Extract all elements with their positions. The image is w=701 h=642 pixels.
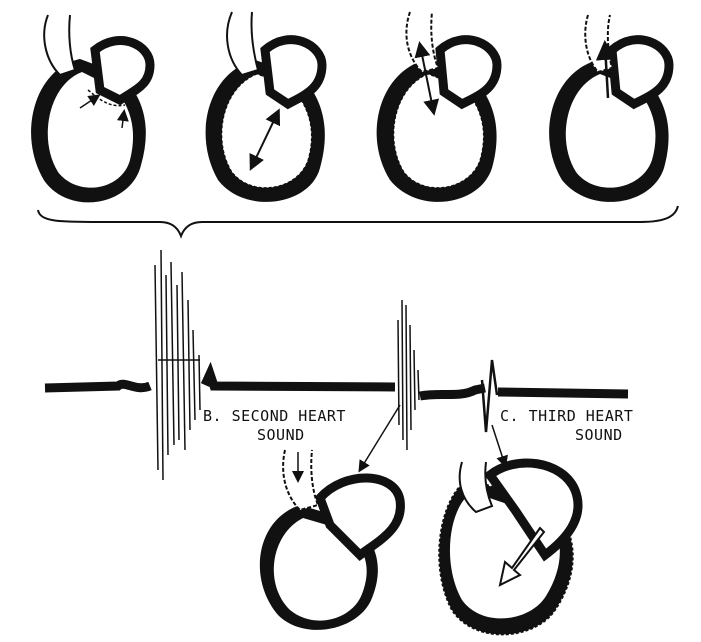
second-heart-sound-burst: [398, 300, 419, 450]
atrium: [612, 40, 669, 104]
second-heart-sound-label-line1: B. SECOND HEART: [203, 407, 346, 425]
atrium: [440, 40, 497, 104]
third-heart-sound-spike: [482, 360, 497, 432]
first-heart-sound-burst: [155, 250, 200, 480]
phonocardiogram-trace: [45, 250, 628, 480]
grouping-brace: [38, 206, 678, 236]
heart-diagram-third-sound: [439, 462, 578, 634]
heart-diagram-4: [549, 15, 669, 202]
third-heart-sound-label-line1: C. THIRD HEART: [500, 407, 633, 425]
second-heart-sound-label-line2: SOUND: [257, 426, 305, 444]
baseline-right: [420, 388, 628, 396]
heart-diagram-second-sound: [260, 450, 401, 630]
aorta: [406, 12, 438, 72]
baseline-middle: [205, 374, 395, 387]
aorta: [227, 12, 258, 75]
heart-diagram-3: [377, 12, 497, 202]
pointer-arrow-second-sound: [360, 405, 400, 470]
atrium: [95, 41, 150, 100]
baseline-left: [45, 384, 150, 388]
third-heart-sound-label-line2: SOUND: [575, 426, 623, 444]
aorta: [283, 450, 318, 510]
heart-diagram-2: [206, 12, 325, 202]
pointer-arrow-third-sound: [492, 425, 505, 465]
heart-diagram-1: [32, 15, 150, 201]
aorta: [44, 15, 75, 75]
